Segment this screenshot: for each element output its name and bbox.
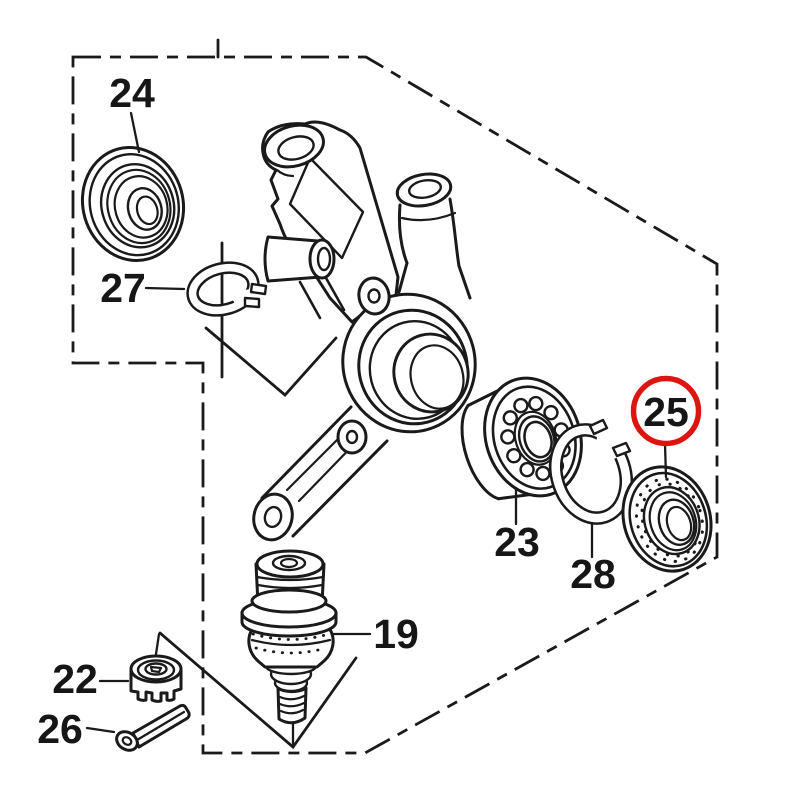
seal-part-24 [80,146,186,262]
leader-25 [663,442,668,479]
castle-nut-part-22 [129,654,183,703]
part-label-28: 28 [570,551,616,597]
snap-ring-28-hook-a [588,418,609,436]
part-label-22: 22 [52,656,98,702]
upper-pointer-v [204,326,338,397]
hub [341,292,477,434]
highlight-circle-25 [630,375,702,447]
part-labels: 24 27 23 28 25 19 22 26 [37,70,689,752]
leader-24 [129,111,141,154]
leader-27 [144,286,186,291]
part-label-26: 26 [37,706,83,752]
part-label-25: 25 [643,389,689,435]
hub-bore [392,332,470,414]
snap-ring-27-hook-b [243,296,261,309]
part-label-27: 27 [100,265,146,311]
dashed-boundary [71,38,719,755]
castle-nut-hole [144,662,168,676]
snap-ring-27-hook-a [249,282,268,296]
ball-joint-part-19 [240,549,338,725]
steering-knuckle [252,120,477,542]
snap-ring-part-27 [186,261,271,317]
snap-ring-28-hook-b [611,441,632,458]
upper-arm-ear-hole [277,135,315,161]
cotter-pin-part-26 [115,703,191,752]
part-label-24: 24 [109,70,155,116]
part-label-23: 23 [494,519,540,565]
leader-lines [85,111,668,734]
seal-part-25 [621,465,713,573]
cotter-pin-loop [115,730,139,752]
arm-rib [288,156,365,260]
leader-26 [85,726,116,734]
part-label-19: 19 [373,611,419,657]
strut-boss [395,172,472,300]
strut-boss-hole [407,178,443,200]
bushing-boss [263,235,336,283]
snap-ring-part-28 [549,407,644,525]
